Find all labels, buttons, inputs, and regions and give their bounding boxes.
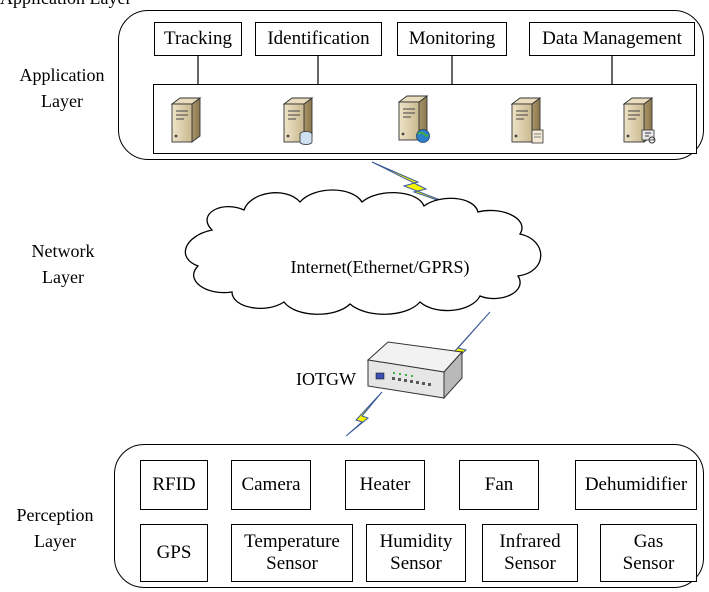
network-layer-label: Network Layer [31,241,95,287]
device-rfid: RFID [140,460,208,510]
internet-cloud-label: Internet(Ethernet/GPRS) [290,257,470,277]
server-database-icon [283,97,313,145]
perception-layer-label: Perception Layer [16,505,94,551]
device-infrared-sensor: Infrared Sensor [482,524,578,582]
function-box-identification: Identification [255,22,382,56]
function-box-data-management: Data Management [529,22,695,56]
device-fan: Fan [459,460,539,510]
function-box-monitoring: Monitoring [397,22,507,56]
device-humidity-sensor: Humidity Sensor [366,524,466,582]
device-gps: GPS [140,524,208,582]
device-gas-sensor: Gas Sensor [600,524,697,582]
server-document-icon [511,97,544,144]
device-temperature-sensor: Temperature Sensor [231,524,353,582]
application-layer-label: Application Layer [19,65,105,111]
server-sync-icon [623,97,656,144]
device-camera: Camera [231,460,311,510]
server-globe-icon [398,95,430,143]
device-dehumidifier: Dehumidifier [575,460,697,510]
function-box-tracking: Tracking [154,22,242,56]
device-heater: Heater [345,460,425,510]
clipped-header-text: Application Layer [0,0,131,9]
gateway-label: IOTGW [296,369,356,389]
